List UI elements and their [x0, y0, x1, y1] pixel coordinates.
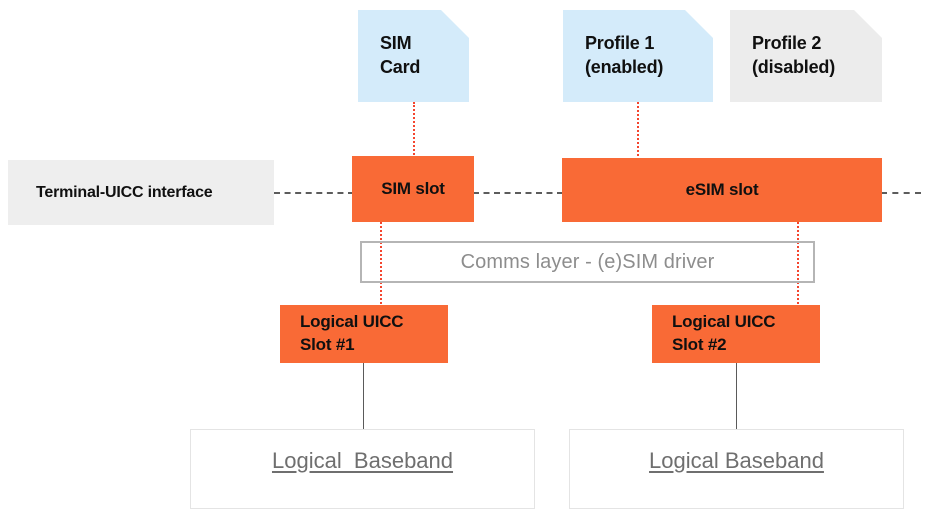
logical-baseband-1-label: Logical Baseband — [271, 448, 454, 473]
esim-slot-block[interactable]: eSIM slot — [562, 158, 882, 222]
card-profile-1[interactable]: Profile 1 (enabled) — [563, 10, 713, 102]
card-sim-card-label: SIM Card — [380, 33, 421, 77]
card-sim-card[interactable]: SIM Card — [358, 10, 469, 102]
logical-uicc-slot-2-block[interactable]: Logical UICC Slot #2 — [652, 305, 820, 363]
comms-layer-block[interactable]: Comms layer - (e)SIM driver — [360, 241, 815, 283]
dotted-connector-sim-card-to-sim-slot — [413, 102, 415, 158]
logical-uicc-slot-1-label: Logical UICC Slot #1 — [300, 312, 404, 354]
logical-baseband-2-block[interactable]: Logical Baseband — [569, 429, 904, 509]
terminal-uicc-interface-block[interactable]: Terminal-UICC interface — [8, 160, 274, 225]
sim-slot-block[interactable]: SIM slot — [352, 156, 474, 222]
dotted-connector-esim-slot-to-uicc-slot-2 — [797, 222, 799, 308]
comms-layer-label: Comms layer - (e)SIM driver — [460, 250, 715, 273]
line-uicc-slot-2-to-baseband-2 — [736, 363, 737, 430]
sim-slot-label: SIM slot — [381, 179, 445, 198]
dashed-line-interface-to-sim-slot — [274, 192, 354, 194]
esim-slot-label: eSIM slot — [685, 180, 759, 199]
dotted-connector-profile1-to-esim-slot — [637, 102, 639, 160]
card-profile-2[interactable]: Profile 2 (disabled) — [730, 10, 882, 102]
dotted-connector-sim-slot-to-uicc-slot-1 — [380, 222, 382, 308]
logical-baseband-1-block[interactable]: Logical Baseband — [190, 429, 535, 509]
card-profile-1-label: Profile 1 (enabled) — [585, 33, 664, 77]
line-uicc-slot-1-to-baseband-1 — [363, 363, 364, 430]
card-profile-2-label: Profile 2 (disabled) — [752, 33, 836, 77]
logical-baseband-2-label: Logical Baseband — [649, 448, 824, 473]
terminal-uicc-interface-label: Terminal-UICC interface — [36, 183, 213, 201]
logical-uicc-slot-1-block[interactable]: Logical UICC Slot #1 — [280, 305, 448, 363]
dashed-line-sim-slot-to-esim-slot — [473, 192, 563, 194]
logical-uicc-slot-2-label: Logical UICC Slot #2 — [672, 312, 776, 354]
dashed-line-esim-slot-right — [881, 192, 921, 194]
